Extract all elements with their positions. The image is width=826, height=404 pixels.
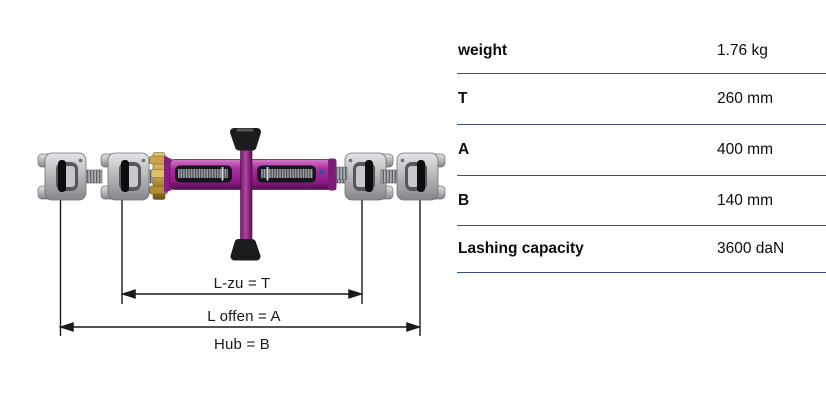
spec-value: 400 mm xyxy=(717,141,773,158)
arrowhead-right-A xyxy=(406,322,422,332)
dim-label-A: L offen = A xyxy=(207,308,281,325)
tommy-bar xyxy=(230,128,261,261)
bottom-knob xyxy=(230,239,261,261)
spec-row-A: A 400 mm xyxy=(457,125,826,176)
spec-label: B xyxy=(458,191,470,209)
extension-lines xyxy=(59,186,421,336)
spec-row-B: B 140 mm xyxy=(457,176,826,226)
spec-value: 260 mm xyxy=(717,90,773,107)
spec-value: 140 mm xyxy=(717,191,773,209)
right-end-cap xyxy=(328,158,337,191)
arrowhead-left-T xyxy=(120,289,136,299)
left-threaded-rod xyxy=(178,169,228,178)
dim-label-T: L-zu = T xyxy=(213,275,271,292)
claw-clamp-outer-left xyxy=(37,152,103,201)
product-diagram: L-zu = T L offen = A Hub = B xyxy=(37,128,446,353)
right-stud xyxy=(335,166,348,180)
spec-value: 1.76 kg xyxy=(717,42,768,59)
spec-table: weight 1.76 kg T 260 mm A 400 mm B 140 m… xyxy=(457,29,826,273)
arrowhead-right-T xyxy=(348,289,364,299)
spec-row-weight: weight 1.76 kg xyxy=(457,29,826,74)
arrowhead-left-A xyxy=(58,322,74,332)
right-threaded-rod xyxy=(261,169,313,178)
dim-label-B: Hub = B xyxy=(213,336,271,353)
turnbuckle-body xyxy=(164,156,348,193)
spec-row-lashing-capacity: Lashing capacity 3600 daN xyxy=(457,226,826,273)
left-rod-end-mark xyxy=(221,167,224,181)
top-knob xyxy=(230,128,261,151)
spec-label: weight xyxy=(458,42,508,59)
dimension-lines xyxy=(58,289,422,332)
spec-row-T: T 260 mm xyxy=(457,74,826,125)
spec-value: 3600 daN xyxy=(717,240,785,257)
right-rod-end-mark xyxy=(266,167,269,181)
spec-label: T xyxy=(458,90,468,107)
tommy-bar-shaft xyxy=(240,143,253,245)
spec-label: Lashing capacity xyxy=(458,240,584,257)
top-knob-highlight xyxy=(236,128,254,132)
turnbuckle-drawing-svg xyxy=(37,128,446,336)
blue-lock-pin xyxy=(319,169,325,175)
brass-lock-nut xyxy=(149,152,168,200)
spec-label: A xyxy=(458,141,470,158)
